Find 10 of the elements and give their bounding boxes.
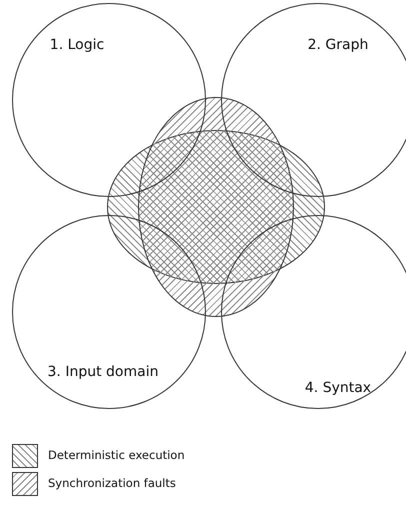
venn-circle (221, 3, 406, 197)
venn-circle (221, 215, 406, 409)
venn-circle (12, 215, 206, 409)
venn-circle (12, 3, 206, 197)
set-label: 1. Logic (50, 37, 104, 53)
legend-label: Deterministic execution (48, 448, 185, 462)
set-label: 2. Graph (308, 37, 368, 53)
set-label: 4. Syntax (304, 380, 372, 396)
legend-label: Synchronization faults (48, 476, 176, 490)
set-label: 3. Input domain (48, 364, 158, 380)
